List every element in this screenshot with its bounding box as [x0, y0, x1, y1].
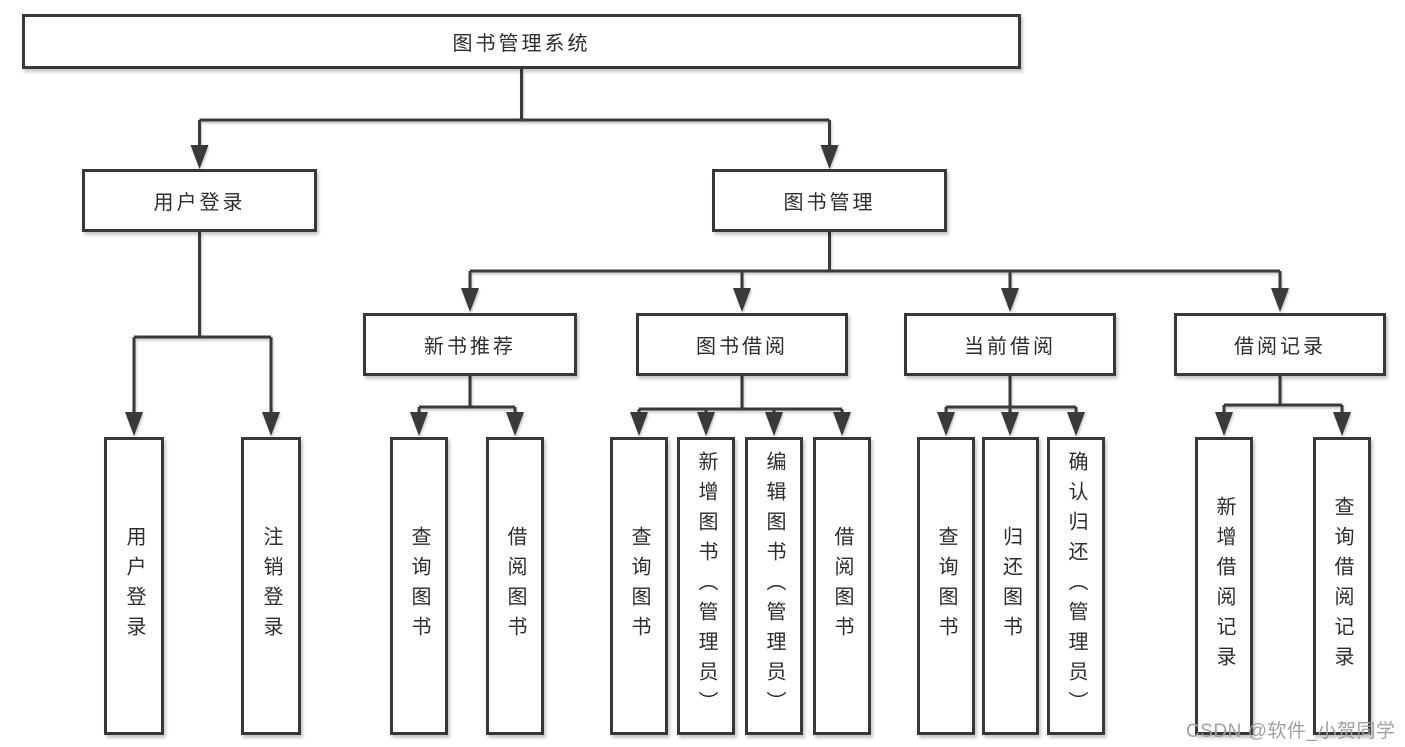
arrow-icon: [506, 412, 524, 436]
leaf-confirm-return-admin-label: 确认归还（管理员）: [1065, 451, 1087, 721]
leaf-query-books-recommend-label: 查询图书: [408, 526, 430, 646]
node-user-login-label: 用户登录: [153, 192, 246, 214]
leaf-add-borrow-record: 新增借阅记录: [1195, 437, 1253, 735]
leaf-query-books-borrow-label: 查询图书: [628, 526, 650, 646]
arrow-icon: [833, 412, 851, 436]
node-library-system: 图书管理系统: [22, 14, 1021, 69]
node-book-management-label: 图书管理: [783, 192, 876, 214]
arrow-icon: [1271, 288, 1289, 312]
leaf-return-books: 归还图书: [982, 437, 1039, 735]
node-library-system-label: 图书管理系统: [452, 33, 591, 55]
arrow-icon: [765, 412, 783, 436]
arrow-icon: [262, 412, 280, 436]
arrow-icon: [733, 288, 751, 312]
arrow-icon: [1001, 412, 1019, 436]
node-borrowing-records-label: 借阅记录: [1234, 336, 1326, 358]
node-current-borrowing: 当前借阅: [904, 313, 1116, 376]
arrow-icon: [125, 412, 143, 436]
arrow-icon: [1001, 288, 1019, 312]
arrow-icon: [630, 412, 648, 436]
leaf-edit-book-admin-label: 编辑图书（管理员）: [763, 451, 785, 721]
arrow-icon: [190, 145, 209, 169]
leaf-add-borrow-record-label: 新增借阅记录: [1213, 496, 1235, 676]
arrow-icon: [820, 145, 839, 169]
node-new-book-recommend-label: 新书推荐: [424, 336, 516, 358]
leaf-logout-label: 注销登录: [260, 526, 282, 646]
leaf-query-books-borrow: 查询图书: [610, 437, 668, 735]
leaf-query-books-current-label: 查询图书: [935, 526, 957, 646]
leaf-confirm-return-admin: 确认归还（管理员）: [1047, 437, 1105, 735]
leaf-add-book-admin: 新增图书（管理员）: [677, 437, 735, 735]
leaf-query-borrow-record: 查询借阅记录: [1313, 437, 1371, 735]
arrow-icon: [697, 412, 715, 436]
node-book-borrowing: 图书借阅: [636, 313, 848, 376]
leaf-borrow-books: 借阅图书: [813, 437, 871, 735]
node-borrowing-records: 借阅记录: [1174, 313, 1386, 376]
arrow-icon: [1215, 412, 1233, 436]
arrowheads: [125, 145, 1351, 436]
leaf-borrow-books-recommend-label: 借阅图书: [504, 526, 526, 646]
leaf-query-books-recommend: 查询图书: [390, 437, 448, 735]
arrow-icon: [937, 412, 955, 436]
node-current-borrowing-label: 当前借阅: [964, 336, 1056, 358]
node-new-book-recommend: 新书推荐: [363, 313, 577, 376]
node-book-management: 图书管理: [712, 169, 947, 232]
leaf-edit-book-admin: 编辑图书（管理员）: [745, 437, 803, 735]
leaf-add-book-admin-label: 新增图书（管理员）: [695, 451, 717, 721]
leaf-user-login: 用户登录: [104, 437, 164, 735]
leaf-query-borrow-record-label: 查询借阅记录: [1331, 496, 1353, 676]
watermark: CSDN @软件_小贺同学: [1186, 721, 1396, 742]
leaf-query-books-current: 查询图书: [917, 437, 975, 735]
node-user-login: 用户登录: [82, 169, 317, 232]
leaf-borrow-books-label: 借阅图书: [831, 526, 853, 646]
arrow-icon: [410, 412, 428, 436]
node-book-borrowing-label: 图书借阅: [696, 336, 788, 358]
leaf-user-login-label: 用户登录: [123, 526, 145, 646]
leaf-logout: 注销登录: [241, 437, 301, 735]
arrow-icon: [461, 288, 479, 312]
leaf-borrow-books-recommend: 借阅图书: [486, 437, 544, 735]
arrow-icon: [1333, 412, 1351, 436]
leaf-return-books-label: 归还图书: [999, 526, 1022, 646]
arrow-icon: [1067, 412, 1085, 436]
